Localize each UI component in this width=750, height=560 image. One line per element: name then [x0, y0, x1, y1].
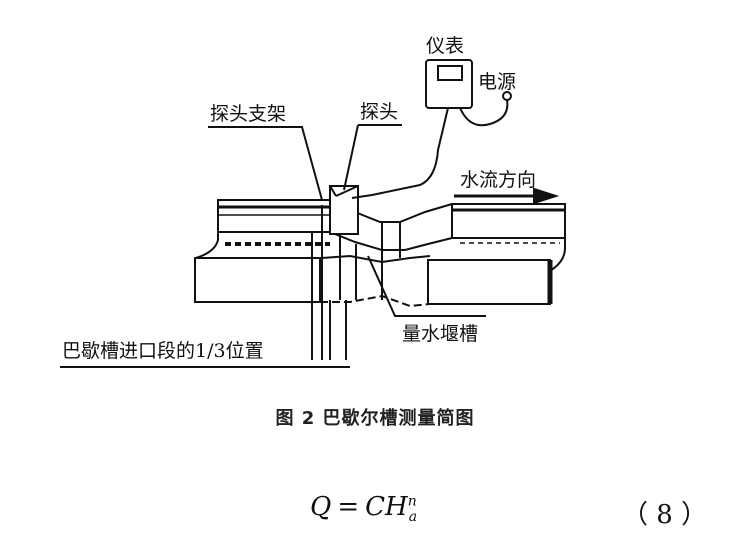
probe-leader	[343, 124, 402, 191]
probe-label: 探头	[360, 101, 398, 123]
power-plug	[502, 91, 512, 101]
formula-subscript: a	[408, 509, 418, 526]
figure-caption: 图 2 巴歇尔槽测量简图	[275, 408, 475, 429]
power-label: 电源	[478, 71, 516, 93]
diagram-labels: 仪表 电源 探头支架 探头 水流方向 量水堰槽 巴歇槽进口段的1/3位置	[62, 35, 536, 362]
flume-leader	[367, 255, 486, 317]
left-base-block	[194, 257, 321, 303]
signal-cable	[351, 107, 449, 199]
formula-lhs: Q	[310, 492, 332, 522]
power-cable	[459, 99, 509, 127]
probe-bracket-label: 探头支架	[210, 103, 286, 125]
right-base-block	[427, 259, 551, 305]
formula-superscript: n	[407, 493, 417, 510]
flume-drawing	[60, 59, 567, 368]
formula-var: H	[385, 492, 408, 522]
formula-coef: C	[365, 492, 386, 522]
probe-bracket-leader	[208, 126, 323, 201]
position-label: 巴歇槽进口段的1/3位置	[62, 340, 264, 362]
equation-number: （ 8 ）	[622, 500, 708, 530]
formula: Q=CHna	[310, 492, 417, 525]
flow-direction-label: 水流方向	[460, 169, 536, 191]
left-channel-top	[217, 199, 331, 233]
meter-label: 仪表	[426, 35, 464, 57]
flume-label: 量水堰槽	[402, 323, 478, 345]
flow-arrow-head	[533, 187, 560, 205]
formula-equals: =	[337, 492, 360, 522]
